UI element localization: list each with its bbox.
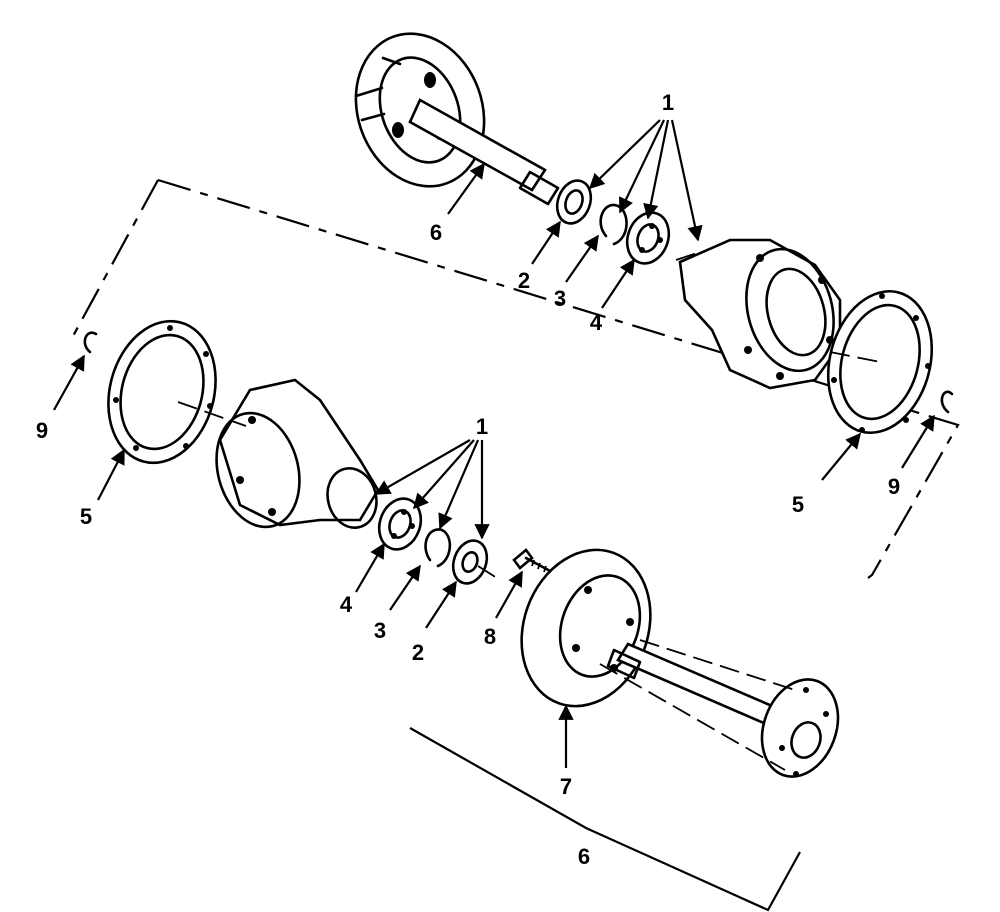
lower-axle-shaft xyxy=(606,642,840,778)
callout-4-bottom: 4 xyxy=(340,592,353,617)
callout-1-top: 1 xyxy=(662,90,674,115)
lower-bearing xyxy=(377,497,423,551)
leader-lines xyxy=(53,119,935,912)
right-gasket xyxy=(826,289,934,435)
callout-8: 8 xyxy=(484,624,496,649)
lower-housing xyxy=(215,378,380,529)
upper-bearing xyxy=(625,211,671,265)
right-retaining-clip xyxy=(940,390,954,414)
callout-7: 7 xyxy=(560,774,572,799)
lower-snap-ring xyxy=(424,528,452,568)
upper-seal xyxy=(555,179,593,225)
phantom-lines xyxy=(177,251,881,771)
lower-seal xyxy=(451,539,489,585)
callout-9-right: 9 xyxy=(888,474,900,499)
callout-5-right: 5 xyxy=(792,492,804,517)
left-gasket xyxy=(107,319,217,465)
upper-axle-shaft xyxy=(354,32,560,206)
callout-4-top: 4 xyxy=(590,310,603,335)
lower-flange-disc xyxy=(520,548,652,708)
callout-2-bottom: 2 xyxy=(412,640,424,665)
upper-housing xyxy=(678,238,842,390)
callout-5-left: 5 xyxy=(80,504,92,529)
callout-1-bottom: 1 xyxy=(476,414,488,439)
callout-2-top: 2 xyxy=(518,268,530,293)
callout-9-left: 9 xyxy=(36,418,48,443)
bolt xyxy=(512,548,554,574)
callout-3-top: 3 xyxy=(554,286,566,311)
callout-6-bottom: 6 xyxy=(578,844,590,869)
callout-6-top: 6 xyxy=(430,220,442,245)
callout-3-bottom: 3 xyxy=(374,618,386,643)
upper-snap-ring xyxy=(599,203,628,246)
left-retaining-clip xyxy=(83,331,98,354)
assembly-centerline xyxy=(71,178,960,579)
